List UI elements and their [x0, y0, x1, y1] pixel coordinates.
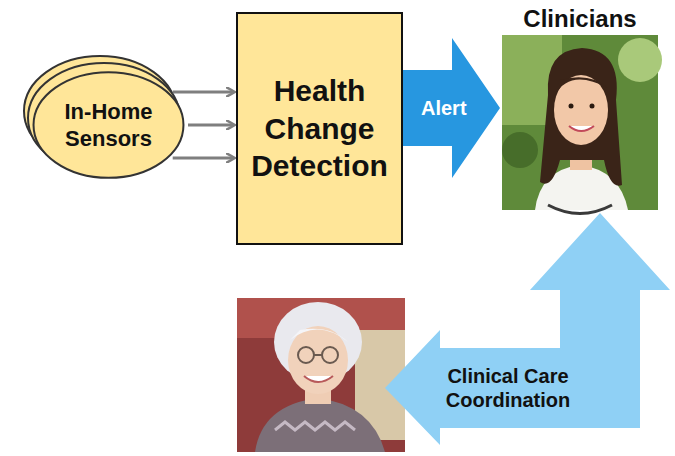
ellipse-shape — [34, 72, 184, 178]
photo-node: Clinicians — [500, 4, 660, 212]
care-coordination-arrow — [385, 213, 670, 445]
signal-arrow — [173, 91, 234, 94]
ellipse-outline — [32, 70, 185, 180]
block-arrow — [403, 38, 500, 178]
signal-arrow — [173, 157, 234, 160]
node-title: Clinicians — [523, 4, 636, 34]
process-box: Health Change Detection — [236, 12, 403, 245]
elder-photo — [237, 298, 405, 452]
signal-arrow — [188, 124, 234, 127]
sensor-ellipse: In-Home Sensors — [32, 70, 185, 180]
node-title: Health Change Detection — [246, 72, 393, 185]
arrow-label: Clinical Care Coordination — [433, 364, 583, 412]
clinician-photo — [502, 35, 662, 214]
node-title: In-Home Sensors — [32, 98, 185, 153]
arrow-label: Alert — [421, 97, 467, 120]
